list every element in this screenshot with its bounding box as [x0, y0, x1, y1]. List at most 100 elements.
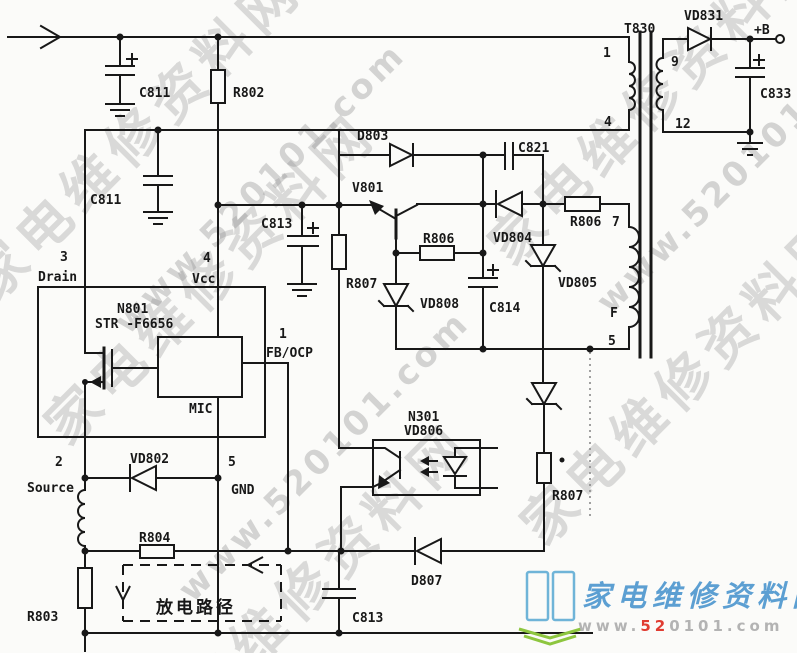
- component-label: VD808: [420, 297, 459, 312]
- pin-number: 1: [603, 46, 611, 61]
- ground-icon: [737, 142, 763, 156]
- component-label: VD805: [558, 276, 597, 291]
- resistor-r803: R803: [27, 567, 93, 625]
- wiring: [7, 24, 776, 652]
- zener-vd808: VD808: [377, 283, 459, 313]
- component-label: VD802: [130, 452, 169, 467]
- ic-ref-label: N801: [117, 302, 148, 317]
- output-terminal: +B: [754, 23, 785, 44]
- diode-vd802: VD802: [129, 452, 169, 492]
- left-arrow-icon: [245, 556, 264, 574]
- book-icon: [518, 570, 582, 646]
- component-label: VD804: [493, 231, 532, 246]
- pin-number: 7: [612, 215, 620, 230]
- pin-name: Vcc: [192, 272, 215, 287]
- resistor-r804: R804: [139, 531, 175, 559]
- pin-name: GND: [231, 483, 255, 498]
- pin-name: Drain: [38, 270, 77, 285]
- component-label: C821: [518, 141, 549, 156]
- component-label: C813: [261, 217, 292, 232]
- pin-number: 1: [279, 327, 287, 342]
- pin-name: Source: [27, 481, 74, 496]
- transformer-t830: T830 1 4 9 12 7 F 5: [603, 22, 691, 359]
- component-label: C833: [760, 87, 791, 102]
- ic-n801: N801 STR -F6656 MIC 3 Drain 4 Vcc 1 FB/O…: [27, 250, 313, 498]
- secondary-winding-icon: [655, 39, 664, 132]
- polarity-plus-icon: [487, 264, 499, 276]
- component-label: V801: [352, 181, 383, 196]
- down-arrow-icon: [115, 585, 131, 603]
- diode-d803: D803: [357, 129, 415, 168]
- pin-number: 3: [60, 250, 68, 265]
- component-label: VD806: [404, 424, 443, 439]
- resistor-r807-left: R807: [331, 234, 377, 292]
- primary-winding-icon: [628, 37, 636, 130]
- diode-vd804: VD804: [493, 190, 532, 246]
- pin-number: 5: [608, 334, 616, 349]
- resistor-r806-secondary: R806: [564, 196, 601, 230]
- feedback-winding-icon: [628, 204, 640, 349]
- output-label: +B: [754, 23, 770, 38]
- terminal-icon: [775, 34, 785, 44]
- pin-number: 5: [228, 455, 236, 470]
- light-arrows-icon: [420, 456, 438, 477]
- logo-url-rest: 0101.com: [669, 617, 783, 635]
- component-label: R804: [139, 531, 170, 546]
- mosfet-icon: [84, 286, 159, 438]
- core-icon: [638, 30, 653, 359]
- resistor-r802: R802: [210, 69, 264, 104]
- component-label: R807: [346, 277, 377, 292]
- mic-label: MIC: [189, 402, 212, 417]
- led-icon: [442, 447, 498, 489]
- capacitor-c814: C814: [468, 264, 520, 316]
- diode-d807: D807: [411, 537, 442, 589]
- site-logo: 家电维修资料网 www.520101.com: [518, 570, 797, 646]
- capacitor-c833: C833: [735, 54, 791, 156]
- component-label: VD831: [684, 9, 723, 24]
- optocoupler-n301: N301 VD806: [371, 410, 498, 496]
- input-arrow-icon: [39, 24, 62, 50]
- logo-url-www: www.: [578, 617, 640, 635]
- capacitor-c813-bottom: C813: [322, 588, 383, 626]
- component-label: R803: [27, 610, 58, 625]
- polarity-plus-icon: [753, 54, 765, 66]
- zener-vd805: VD805: [524, 244, 597, 291]
- component-label: N301: [408, 410, 439, 425]
- resistor-r806-base: R806: [419, 232, 455, 261]
- transistor-v801: V801: [352, 181, 419, 240]
- diode-vd831: VD831: [684, 9, 723, 52]
- pin-number: 12: [675, 117, 691, 132]
- pin-number: 2: [55, 455, 63, 470]
- transformer-ref-label: T830: [624, 22, 655, 37]
- pin-name: FB/OCP: [266, 346, 313, 361]
- component-label: C811: [139, 86, 170, 101]
- component-label: C813: [352, 611, 383, 626]
- ink-artifact-dot: [559, 457, 565, 463]
- polarity-plus-icon: [307, 222, 319, 234]
- capacitor-c811-top: C811: [105, 36, 170, 117]
- logo-site-name: 家电维修资料网: [582, 579, 797, 613]
- logo-url-52: 52: [640, 617, 669, 635]
- component-label: R806: [423, 232, 454, 247]
- emitter-arrow-icon: [369, 200, 384, 215]
- pin-number: 9: [671, 55, 679, 70]
- pin-number: 4: [203, 251, 211, 266]
- component-label: R806: [570, 215, 601, 230]
- ground-icon: [105, 103, 135, 117]
- zener-unlabeled: [525, 382, 563, 411]
- component-label: D803: [357, 129, 388, 144]
- capacitor-c811-mid: C811: [90, 129, 173, 225]
- ground-icon: [287, 283, 317, 297]
- component-label: D807: [411, 574, 442, 589]
- inductor-source-coil: [77, 478, 86, 547]
- capacitor-c813-left: C813: [261, 204, 319, 297]
- component-label: C811: [90, 193, 121, 208]
- junction-dots: [81, 33, 754, 637]
- discharge-path-annotation: 放电路径: [115, 556, 282, 622]
- discharge-path-label: 放电路径: [155, 597, 236, 618]
- polarity-plus-icon: [126, 53, 138, 65]
- capacitor-c821: C821: [504, 141, 549, 170]
- component-label: R807: [552, 489, 583, 504]
